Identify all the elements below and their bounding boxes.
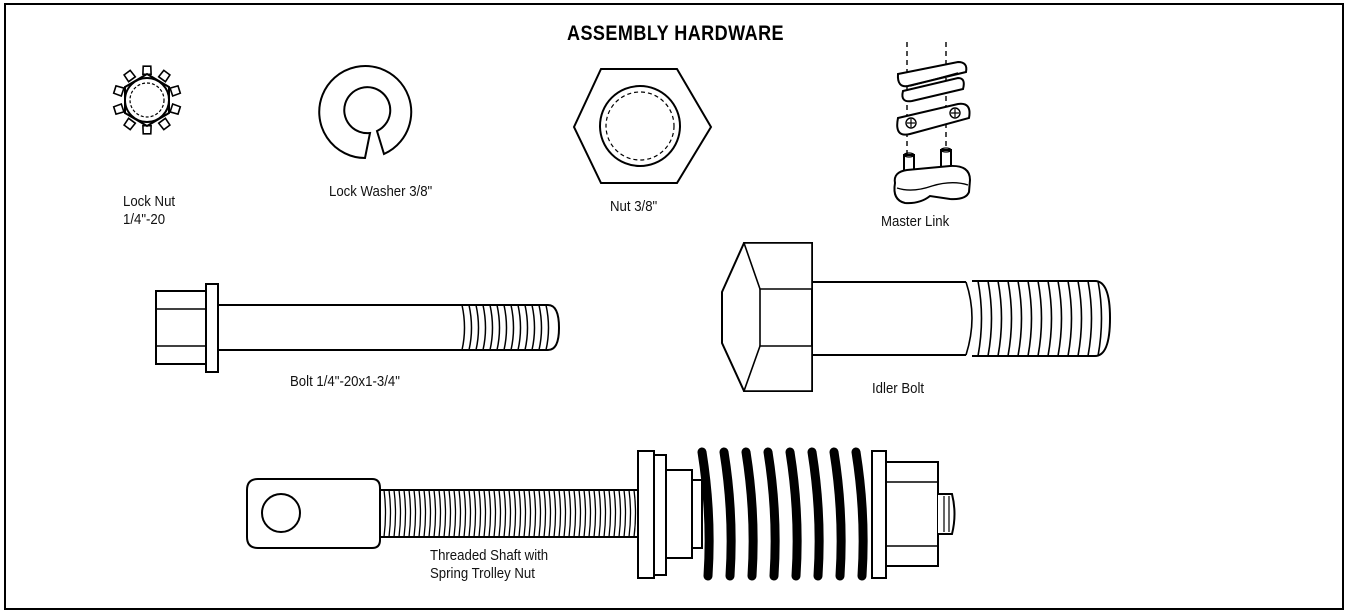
nut-drawing — [572, 68, 713, 184]
master-link-drawing — [893, 42, 972, 205]
bolt-drawing — [155, 283, 561, 373]
threaded-shaft-label-line2: Spring Trolley Nut — [430, 565, 535, 582]
lock-nut-label-line1: Lock Nut — [123, 193, 176, 210]
diagram-title: ASSEMBLY HARDWARE — [566, 22, 785, 45]
lock-washer-label: Lock Washer 3/8" — [329, 183, 433, 200]
threaded-shaft-label-line1: Threaded Shaft with — [430, 547, 549, 564]
lock-nut-label-line2: 1/4"-20 — [123, 211, 166, 228]
idler-bolt-drawing — [721, 242, 1112, 392]
lock-washer-drawing — [318, 65, 413, 160]
bolt-label: Bolt 1/4"-20x1-3/4" — [290, 373, 400, 390]
nut-label: Nut 3/8" — [610, 198, 658, 215]
lock-nut-drawing — [112, 65, 182, 135]
idler-bolt-label: Idler Bolt — [872, 380, 925, 397]
master-link-label: Master Link — [881, 213, 950, 230]
threaded-shaft-drawing — [246, 447, 956, 581]
